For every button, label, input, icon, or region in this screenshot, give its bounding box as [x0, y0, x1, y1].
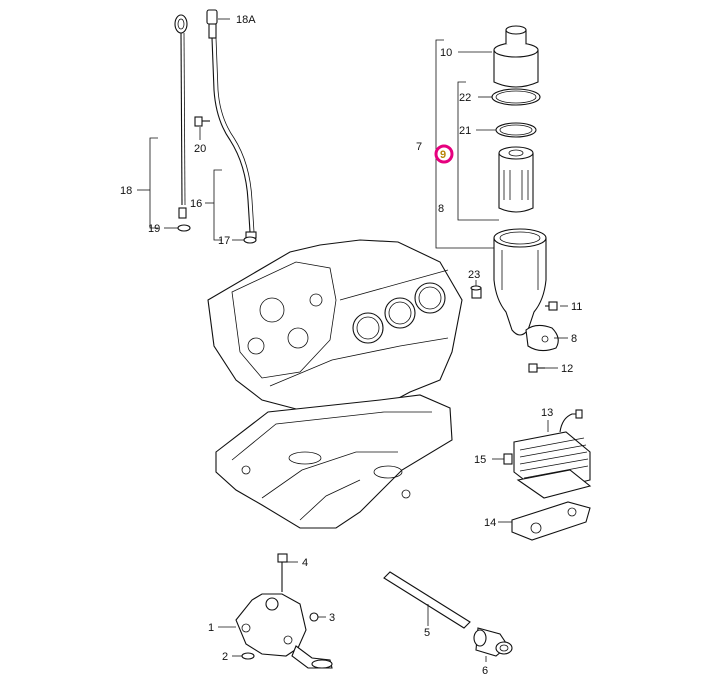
callout-22: 22 [459, 92, 471, 104]
dipstick-o-ring [177, 224, 191, 232]
cylinder-bore-3 [414, 282, 446, 314]
housing-gasket [525, 324, 559, 352]
callout-8-filter: 8 [438, 203, 444, 215]
callout-18: 18 [120, 185, 132, 197]
bracket-8 [457, 81, 499, 221]
cylinder-bore-1 [352, 312, 384, 344]
bolt-12 [528, 363, 545, 373]
screw-plug-23 [470, 285, 482, 299]
callout-21: 21 [459, 125, 471, 137]
filter-housing-cap [493, 25, 539, 88]
pump-o-ring-2 [241, 652, 255, 660]
filter-housing [493, 228, 547, 336]
seal-ring-21 [495, 122, 537, 138]
pump-bolt-4 [277, 553, 288, 592]
callout-6: 6 [482, 665, 488, 677]
cooler-bolt-15 [503, 453, 513, 465]
cylinder-bore-2 [384, 297, 416, 329]
engine-block [207, 239, 463, 421]
oil-pan [215, 394, 453, 529]
drive-shaft-5 [383, 571, 471, 629]
filter-element [498, 146, 534, 213]
oil-cooler [513, 409, 592, 499]
bracket-16 [213, 169, 222, 241]
highlight-circle[interactable] [434, 144, 454, 164]
oil-pump [235, 593, 333, 669]
callout-20: 20 [194, 143, 206, 155]
pump-dowel-3 [309, 612, 319, 622]
callout-10: 10 [440, 47, 452, 59]
callout-23: 23 [468, 269, 480, 281]
guide-bolt [194, 116, 210, 127]
dipstick-guide-tube [206, 9, 257, 239]
callout-14: 14 [484, 517, 496, 529]
callout-17: 17 [218, 235, 230, 247]
callout-1: 1 [208, 622, 214, 634]
callout-12: 12 [561, 363, 573, 375]
tube-o-ring [243, 236, 257, 244]
cap-seal-ring-22 [491, 88, 541, 106]
dipstick [174, 14, 188, 219]
callout-18a: 18A [236, 14, 256, 26]
callout-8-housing: 8 [571, 333, 577, 345]
callout-2: 2 [222, 651, 228, 663]
callout-19: 19 [148, 223, 160, 235]
callout-15: 15 [474, 454, 486, 466]
callout-9: 9 [440, 149, 446, 161]
callout-5: 5 [424, 627, 430, 639]
bolt-11 [545, 301, 558, 311]
shaft-sleeve-6 [473, 627, 513, 657]
callout-3: 3 [329, 612, 335, 624]
callout-7: 7 [416, 141, 422, 153]
cooler-gasket-14 [511, 501, 591, 541]
callout-4: 4 [302, 557, 308, 569]
callout-13: 13 [541, 407, 553, 419]
bracket-7 [435, 39, 494, 249]
callout-11: 11 [571, 301, 582, 313]
callout-16: 16 [190, 198, 202, 210]
bracket-18 [149, 137, 158, 229]
